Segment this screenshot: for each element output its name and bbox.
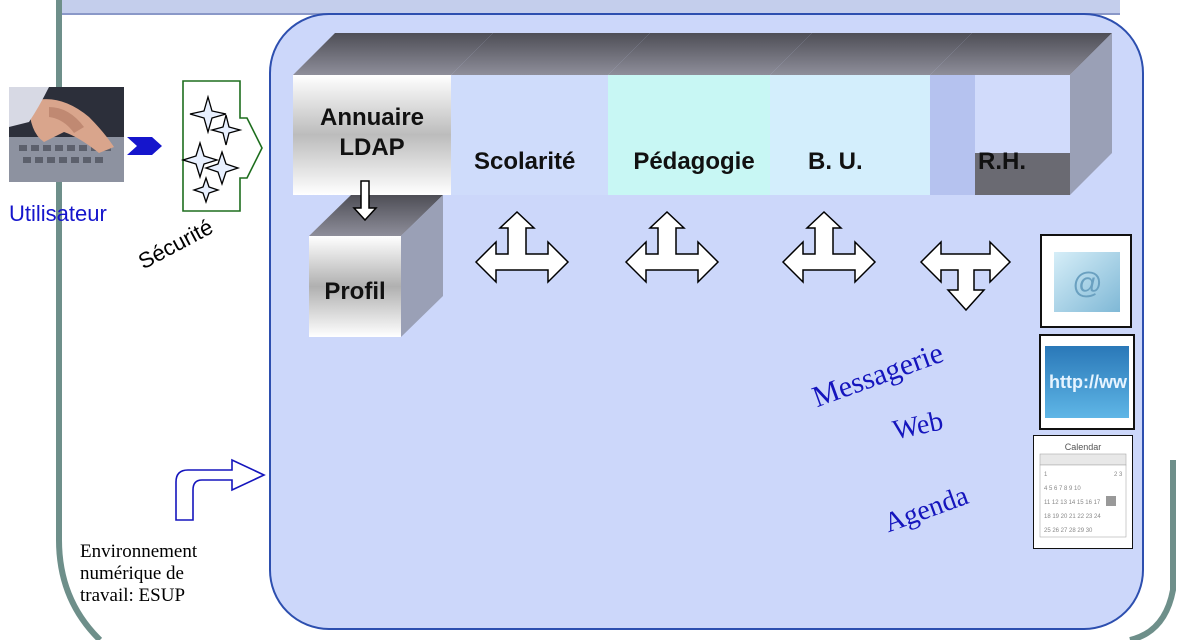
module-bu-label: B. U. — [808, 148, 863, 175]
mail-service-tile[interactable]: @ — [1040, 234, 1132, 328]
svg-text:4 5 6 7 8 9 10: 4 5 6 7 8 9 10 — [1044, 486, 1081, 492]
svg-text:11 12 13 14 15 16 17: 11 12 13 14 15 16 17 — [1044, 500, 1101, 506]
module-pedagogie-face — [608, 75, 770, 195]
environment-curved-arrow — [175, 458, 266, 521]
at-sign-icon: @ — [1054, 252, 1120, 312]
agenda-service-tile[interactable]: Calendar 1 2 3 4 5 6 7 8 9 10 11 12 13 14… — [1033, 435, 1133, 549]
user-label: Utilisateur — [9, 201, 107, 226]
caption-line-3: travail: ESUP — [80, 585, 186, 606]
module-rh-label: R.H. — [978, 148, 1026, 175]
ldap-to-profil-arrow — [352, 180, 378, 222]
module-rh-face — [975, 75, 1070, 153]
calendar-title: Calendar — [1065, 442, 1102, 452]
http-icon: http://ww — [1045, 346, 1129, 418]
services-arrow — [919, 240, 1012, 312]
module-rh-inner — [930, 75, 975, 195]
caption-line-1: Environnement — [80, 541, 198, 562]
user-to-security-arrow — [127, 137, 162, 155]
module-bu-face — [770, 75, 930, 195]
module-pedagogie-label: Pédagogie — [633, 148, 755, 175]
security-shield — [180, 80, 263, 212]
profil-label: Profil — [324, 278, 386, 305]
svg-text:2 3: 2 3 — [1114, 472, 1123, 478]
caption-line-2: numérique de — [80, 563, 184, 584]
module-scolarite-label: Scolarité — [474, 148, 576, 175]
triple-arrow-2 — [624, 210, 720, 284]
triple-arrow-3 — [781, 210, 877, 284]
svg-text:@: @ — [1072, 267, 1102, 300]
module-rh-side — [1070, 33, 1112, 195]
svg-text:25 26 27 28 29 30: 25 26 27 28 29 30 — [1044, 528, 1093, 534]
profil-cube-side — [401, 195, 443, 337]
svg-text:1: 1 — [1044, 472, 1048, 478]
web-icon-text: http://ww — [1049, 372, 1128, 392]
web-service-tile[interactable]: http://ww — [1039, 334, 1135, 430]
profil-cube-top — [309, 195, 443, 236]
environment-caption: Environnement numérique de travail: ESUP — [80, 541, 197, 607]
module-annuaire-face — [293, 75, 451, 195]
keyboard-user-image — [9, 87, 124, 182]
calendar-icon: Calendar 1 2 3 4 5 6 7 8 9 10 11 12 13 14… — [1039, 442, 1127, 538]
profil-cube-face — [309, 236, 401, 337]
triple-arrow-1 — [474, 210, 570, 284]
module-scolarite-face — [451, 75, 608, 195]
svg-text:18 19 20 21 22 23 24: 18 19 20 21 22 23 24 — [1044, 514, 1101, 520]
module-row-top — [293, 33, 1112, 75]
